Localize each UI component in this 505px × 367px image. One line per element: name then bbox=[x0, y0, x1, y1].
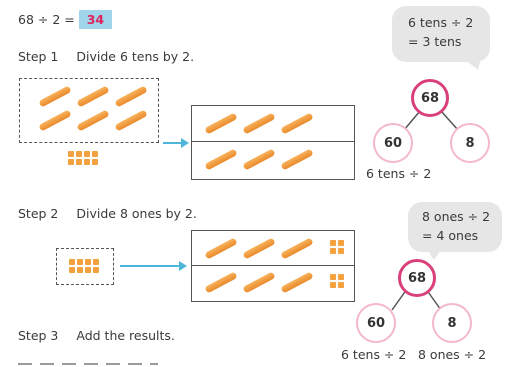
equation-text: 68 ÷ 2 = bbox=[18, 12, 75, 27]
step1-bubble-line2: = 3 tens bbox=[408, 34, 462, 49]
step2-ones-group bbox=[56, 248, 114, 285]
ten-stick bbox=[242, 271, 276, 294]
ten-stick bbox=[204, 237, 238, 260]
cutoff-next-line bbox=[18, 360, 158, 367]
step1-heading: Step 1 Divide 6 tens by 2. bbox=[18, 49, 194, 64]
step2-speech-bubble: 8 ones ÷ 2 = 4 ones bbox=[408, 202, 502, 252]
equation: 68 ÷ 2 = 34 bbox=[18, 10, 113, 29]
step2-bubble-line1: 8 ones ÷ 2 bbox=[422, 209, 491, 224]
step1-start-group bbox=[19, 78, 159, 143]
step2-ones-top bbox=[330, 240, 344, 254]
step2-arrow-head bbox=[179, 261, 187, 271]
step1-divider bbox=[192, 141, 354, 142]
step1-speech-bubble: 6 tens ÷ 2 = 3 tens bbox=[392, 6, 490, 62]
step1-text: Divide 6 tens by 2. bbox=[76, 49, 195, 64]
answer-box: 34 bbox=[78, 10, 113, 29]
step1-tens-part-circle: 60 bbox=[373, 123, 413, 163]
ten-stick bbox=[280, 237, 314, 260]
step3-heading: Step 3 Add the results. bbox=[18, 328, 175, 343]
step2-whole-circle: 68 bbox=[398, 259, 436, 297]
step2-ones-part-circle: 8 bbox=[432, 303, 472, 343]
step1-arrow-head bbox=[181, 138, 189, 148]
step2-text: Divide 8 ones by 2. bbox=[76, 206, 197, 221]
step2-bubble-line2: = 4 ones bbox=[422, 228, 479, 243]
step2-bubble-tail bbox=[426, 248, 442, 260]
step3-label: Step 3 bbox=[18, 328, 59, 343]
step2-tree-caption-right: 8 ones ÷ 2 bbox=[418, 347, 487, 362]
step2-label: Step 2 bbox=[18, 206, 59, 221]
step2-result-box bbox=[191, 230, 355, 302]
step3-text: Add the results. bbox=[76, 328, 175, 343]
step1-tree-caption: 6 tens ÷ 2 bbox=[366, 166, 432, 181]
ten-stick bbox=[204, 271, 238, 294]
step1-arrow bbox=[163, 142, 182, 144]
step2-ones-cubes bbox=[69, 259, 99, 273]
step1-result-box bbox=[191, 105, 355, 180]
step1-ones-cubes bbox=[68, 151, 98, 165]
step2-tens-part-circle: 60 bbox=[356, 303, 396, 343]
step2-arrow bbox=[120, 265, 180, 267]
step2-tree-caption-left: 6 tens ÷ 2 bbox=[341, 347, 407, 362]
step1-label: Step 1 bbox=[18, 49, 59, 64]
ten-stick bbox=[242, 237, 276, 260]
step2-heading: Step 2 Divide 8 ones by 2. bbox=[18, 206, 197, 221]
ten-stick bbox=[280, 271, 314, 294]
step1-whole-circle: 68 bbox=[411, 79, 449, 117]
step2-divider bbox=[192, 265, 354, 266]
step1-ones-part-circle: 8 bbox=[450, 123, 490, 163]
step2-ones-bottom bbox=[330, 274, 344, 288]
step1-bubble-line1: 6 tens ÷ 2 bbox=[408, 15, 474, 30]
